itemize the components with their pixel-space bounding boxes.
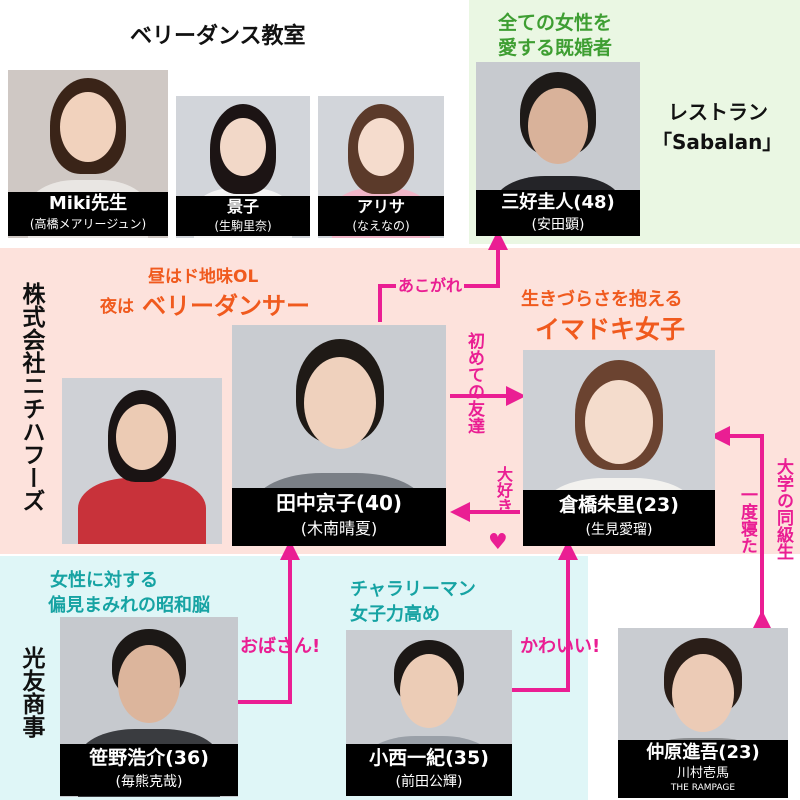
actor-miyoshi: (安田顕) [531,217,585,233]
caption-arisa: アリサ (なえなの) [318,196,444,236]
actor-kurahashi: (生見愛瑠) [585,522,653,538]
relation-daisuki: 大好き [494,466,513,514]
relation-daigaku: 大学の同級生 [773,458,793,560]
caption-kurahashi: 倉橋朱里(23) (生見愛瑠) [523,490,715,546]
sasano-desc-1: 女性に対する [50,570,158,591]
relation-ichido: 一度寝た [737,486,757,554]
actor-arisa: (なえなの) [352,219,410,233]
actor-sasano: (毎熊克哉) [115,774,183,790]
heart-icon: ♥ [488,530,508,555]
belly-dance-title: ベリーダンス教室 [130,24,306,49]
caption-tanaka: 田中京子(40) (木南晴夏) [232,488,446,546]
actor-nakahara: 川村壱馬 [676,766,729,781]
restaurant-title-2: 「Sabalan」 [652,130,783,154]
relation-obasan: おばさん! [240,636,321,657]
konishi-desc-2: 女子力高め [350,604,440,625]
miyoshi-desc-2: 愛する既婚者 [498,37,613,59]
name-nakahara: 仲原進吾(23) [646,742,760,763]
relation-kawaii: かわいい! [520,636,601,657]
name-konishi: 小西一紀(35) [369,747,489,769]
tanaka-desc-1: 昼はド地味OL [148,267,259,287]
caption-nakahara: 仲原進吾(23) 川村壱馬 THE RAMPAGE [618,740,788,798]
sasano-desc-2: 偏見まみれの昭和脳 [48,595,210,616]
tanaka-desc-2b: ベリーダンサー [142,292,310,320]
caption-keiko: 景子 (生駒里奈) [176,196,310,236]
restaurant-title-1: レストラン [668,100,768,124]
name-keiko: 景子 [226,197,259,216]
name-sasano: 笹野浩介(36) [89,747,209,769]
kurahashi-desc-1: 生きづらさを抱える [521,289,683,310]
name-kurahashi: 倉橋朱里(23) [559,494,679,516]
actor-miki: (高橋メアリージュン) [29,217,147,231]
caption-sasano: 笹野浩介(36) (毎熊克哉) [60,744,238,796]
actor-tanaka: (木南晴夏) [300,519,378,538]
name-miki: Miki先生 [48,193,128,214]
caption-miyoshi: 三好圭人(48) (安田顕) [476,190,640,236]
konishi-desc-1: チャラリーマン [350,579,476,600]
miyoshi-desc-1: 全ての女性を [498,12,613,34]
actor-group-nakahara: THE RAMPAGE [670,783,736,793]
tanaka-desc-2a: 夜は [100,297,134,317]
actor-konishi: (前田公輝) [395,774,463,790]
name-arisa: アリサ [356,197,405,216]
photo-dancer [62,378,222,544]
caption-miki: Miki先生 (高橋メアリージュン) [8,192,168,236]
company-koyu-title: 光友商事 [18,646,44,738]
name-miyoshi: 三好圭人(48) [501,192,615,213]
name-tanaka: 田中京子(40) [275,491,403,515]
relation-akogare: あこがれ [396,272,465,296]
company-nichiha-title: 株式会社ニチハフーズ [18,282,44,512]
kurahashi-desc-2: イマドキ女子 [535,315,686,344]
relation-hajimete: 初めての友達 [464,332,484,434]
actor-keiko: (生駒里奈) [214,219,272,233]
caption-konishi: 小西一紀(35) (前田公輝) [346,744,512,796]
